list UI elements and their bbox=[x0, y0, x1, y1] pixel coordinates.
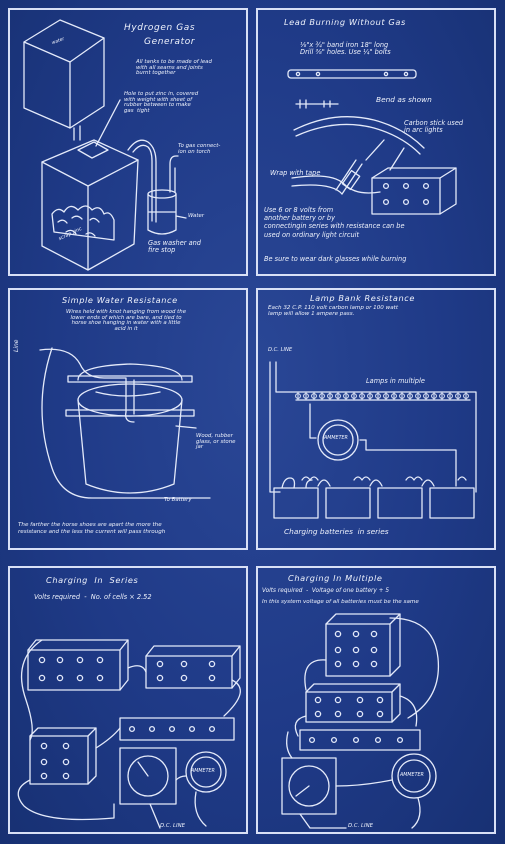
panel-charging-multiple bbox=[256, 566, 496, 834]
hydrogen-zinc-note: Hole to put zinc in, covered with weight… bbox=[124, 91, 199, 115]
lead-burning-carbon: Carbon stick used in arc lights bbox=[404, 119, 464, 134]
water-resistance-container: Wood, rubber glass, or stone jar bbox=[196, 433, 236, 451]
water-resistance-drawing bbox=[39, 347, 211, 499]
hydrogen-title-2: Generator bbox=[144, 37, 196, 47]
series-title: Charging In Series bbox=[46, 575, 139, 585]
multiple-formula: Volts required - Voltage of one battery … bbox=[262, 588, 390, 594]
water-resistance-battery: To Battery bbox=[164, 497, 192, 503]
hydrogen-washer-label: Gas washer and fire stop bbox=[148, 239, 201, 254]
multiple-dc-line: D.C. LINE bbox=[348, 823, 374, 829]
hydrogen-title-1: Hydrogen Gas bbox=[124, 23, 196, 33]
lead-burning-bend: Bend as shown bbox=[376, 95, 432, 104]
lamp-bank-footer: Charging batteries in series bbox=[284, 527, 389, 536]
lamp-bank-drawing bbox=[269, 361, 477, 519]
hydrogen-generator-drawing bbox=[23, 19, 187, 271]
panel-hydrogen-generator bbox=[8, 8, 248, 276]
hydrogen-torch-note: To gas connect- ion on torch bbox=[178, 143, 221, 155]
series-ammeter: AMMETER bbox=[191, 769, 215, 774]
multiple-title: Charging In Multiple bbox=[288, 573, 383, 583]
charging-multiple-drawing bbox=[281, 613, 440, 829]
lamp-bank-desc: Each 32 C.P. 110 volt carbon lamp or 100… bbox=[268, 305, 399, 317]
series-dc-line: D.C. LINE bbox=[160, 823, 186, 829]
lamp-bank-dc-line: D.C. LINE bbox=[268, 347, 293, 353]
panel-charging-series bbox=[8, 566, 248, 834]
lead-burning-instructions: Use 6 or 8 volts from another battery or… bbox=[264, 206, 405, 239]
lead-burning-warning: Be sure to wear dark glasses while burni… bbox=[264, 255, 407, 263]
lamp-bank-title: Lamp Bank Resistance bbox=[310, 293, 416, 303]
water-resistance-footer: The farther the horse shoes are apart th… bbox=[18, 522, 166, 536]
panel-lead-burning bbox=[256, 8, 496, 276]
panel-lamp-bank bbox=[256, 288, 496, 550]
lead-burning-title: Lead Burning Without Gas bbox=[284, 17, 406, 27]
multiple-ammeter: AMMETER bbox=[400, 773, 424, 778]
lead-burning-spec: ⅛"x ¾" band iron 18" long Drill ⅜" holes… bbox=[300, 41, 391, 56]
hydrogen-tank-note: All tanks to be made of lead with all se… bbox=[136, 59, 212, 77]
multiple-note: In this system voltage of all batteries … bbox=[262, 599, 419, 605]
water-resistance-line: Line bbox=[13, 339, 20, 352]
lamp-bank-ammeter: AMMETER bbox=[324, 436, 348, 441]
charging-series-drawing bbox=[17, 639, 241, 829]
hydrogen-water-label: Water bbox=[188, 213, 204, 219]
water-resistance-title: Simple Water Resistance bbox=[62, 295, 178, 305]
lead-burning-drawing bbox=[287, 69, 457, 215]
series-formula: Volts required - No. of cells × 2.52 bbox=[34, 593, 152, 601]
lead-burning-tape: Wrap with tape bbox=[270, 169, 321, 177]
panel-water-resistance bbox=[8, 288, 248, 550]
water-resistance-desc: Wires held with knot hanging from wood t… bbox=[66, 309, 187, 333]
lamp-bank-lamps-label: Lamps in multiple bbox=[366, 377, 425, 385]
